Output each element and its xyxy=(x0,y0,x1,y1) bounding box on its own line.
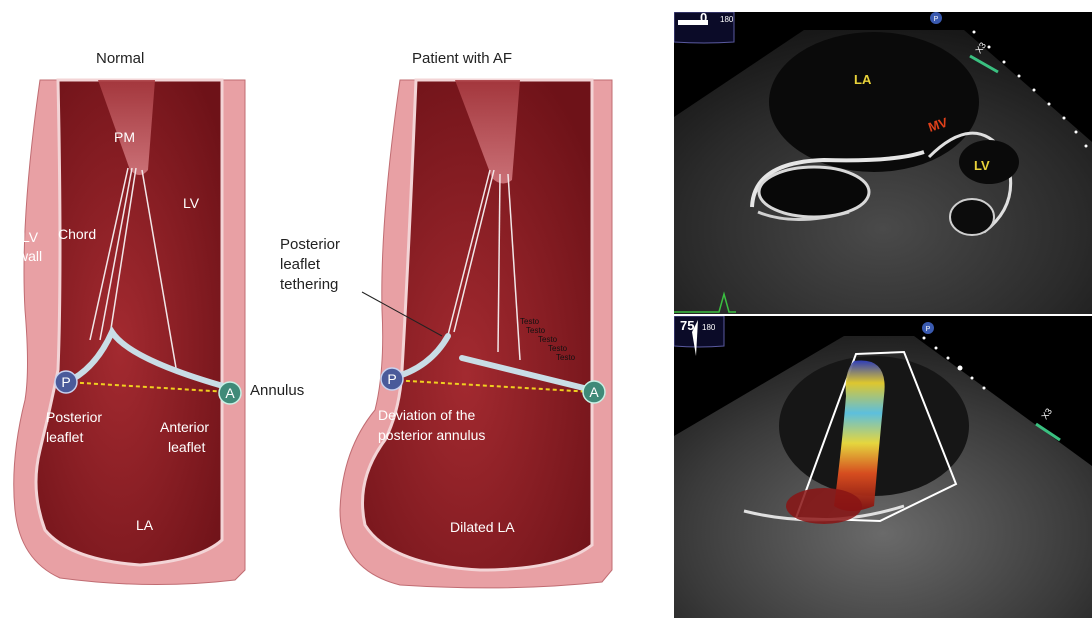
echo-lv-label: LV xyxy=(974,158,990,173)
echo-bottom-probe-label: P xyxy=(926,326,931,333)
echo-top-probe-label: P xyxy=(934,16,939,23)
testo-label-1: Testo xyxy=(520,317,540,326)
tethering-label-2: leaflet xyxy=(280,256,320,273)
dilated-la-label: Dilated LA xyxy=(450,519,515,535)
af-title: Patient with AF xyxy=(412,50,512,67)
testo-label-4: Testo xyxy=(548,344,568,353)
af-a-marker-label: A xyxy=(589,384,599,400)
normal-la-label: LA xyxy=(136,517,154,533)
echo-bottom-angle-max: 180 xyxy=(702,323,716,332)
normal-anterior-label-1: Anterior xyxy=(160,419,209,435)
normal-pm-label: PM xyxy=(114,129,135,145)
normal-annulus-label: Annulus xyxy=(250,382,304,399)
normal-lv-wall-label-1: LV xyxy=(22,229,39,245)
normal-lv-label: LV xyxy=(183,195,200,211)
normal-chord-label: Chord xyxy=(58,226,96,242)
echo-bottom-image: 75 180 P X3 xyxy=(674,316,1092,618)
testo-label-2: Testo xyxy=(526,326,546,335)
normal-title: Normal xyxy=(96,50,144,67)
normal-p-marker-label: P xyxy=(61,374,70,390)
testo-label-5: Testo xyxy=(556,353,576,362)
normal-anterior-label-2: leaflet xyxy=(168,439,205,455)
af-heart-illustration: P A Testo Testo Testo Testo Testo Deviat… xyxy=(330,70,620,590)
echo-top-angle-max: 180 xyxy=(720,15,734,24)
normal-posterior-label-1: Posterior xyxy=(46,409,102,425)
echo-la-label: LA xyxy=(854,72,872,87)
echo-top-angle: 0 xyxy=(700,12,707,25)
echo-bottom-angle: 75 xyxy=(680,318,694,333)
tethering-label-3: tethering xyxy=(280,276,338,293)
normal-heart-illustration: P A PM LV LV wall Chord Posterior leafle… xyxy=(0,70,260,590)
normal-a-marker-label: A xyxy=(225,385,235,401)
deviation-label-2: posterior annulus xyxy=(378,427,485,443)
normal-lv-wall-label-2: wall xyxy=(17,248,42,264)
tethering-label-1: Posterior xyxy=(280,236,340,253)
deviation-label-1: Deviation of the xyxy=(378,407,475,423)
testo-label-3: Testo xyxy=(538,335,558,344)
af-p-marker-label: P xyxy=(387,371,396,387)
normal-posterior-label-2: leaflet xyxy=(46,429,83,445)
echo-top-image: 0 180 P X3 LA MV LV xyxy=(674,12,1092,314)
